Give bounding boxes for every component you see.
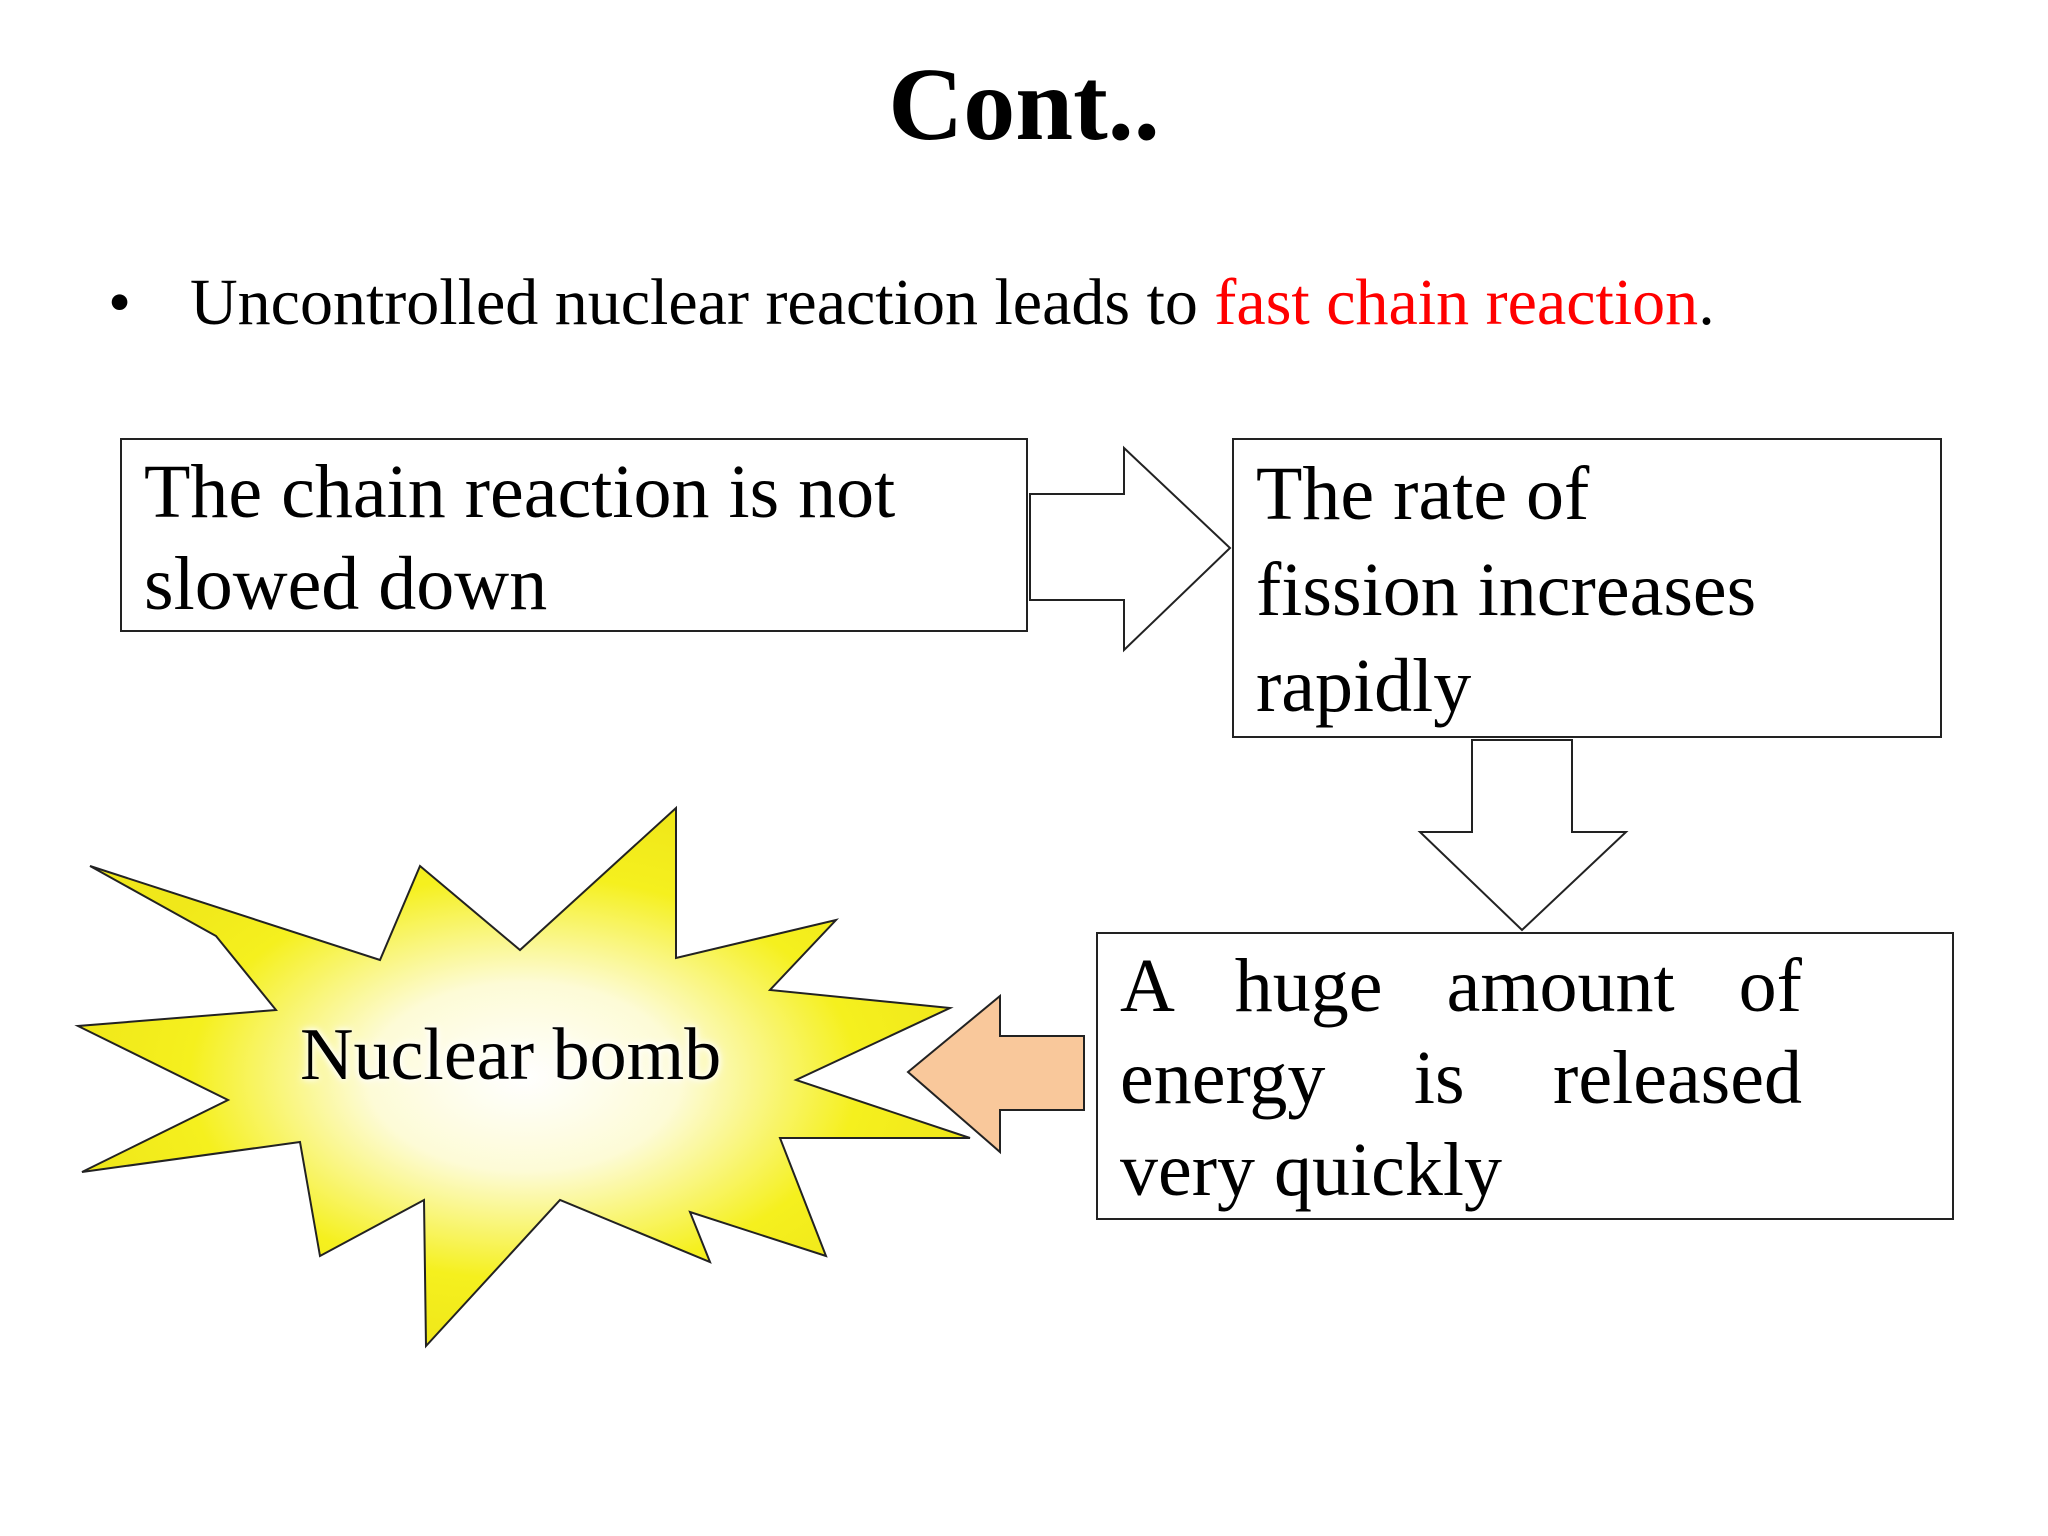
- box3-line: very quickly: [1120, 1128, 1503, 1212]
- bullet-text-end: .: [1698, 266, 1715, 339]
- bullet-text-start: Uncontrolled nuclear reaction leads to: [190, 266, 1215, 339]
- explosion-label: Nuclear bomb: [300, 1014, 722, 1096]
- box3-line: energy is released: [1120, 1036, 1802, 1120]
- flow-box-energy-release: A huge amount of energy is released very…: [1096, 932, 1954, 1220]
- explosion-starburst: [74, 805, 971, 1349]
- box2-line: rapidly: [1256, 644, 1472, 728]
- box2-line: fission increases: [1256, 548, 1757, 632]
- slide-title: Cont..: [888, 47, 1160, 162]
- bullet-marker: •: [108, 266, 132, 339]
- right-arrow: [1029, 445, 1232, 653]
- flow-box-chain-reaction: The chain reaction is not slowed down: [120, 438, 1028, 632]
- box2-line: The rate of: [1256, 452, 1590, 536]
- box1-text: The chain reaction is not slowed down: [144, 450, 896, 626]
- flow-box-fission-rate: The rate of fission increases rapidly: [1232, 438, 1942, 738]
- box3-line: A huge amount of: [1120, 944, 1802, 1028]
- down-arrow: [1417, 739, 1629, 932]
- left-arrow: [906, 993, 1085, 1155]
- bullet-highlight: fast chain reaction: [1214, 266, 1699, 339]
- bullet-text: Uncontrolled nuclear reaction leads to f…: [190, 258, 1715, 348]
